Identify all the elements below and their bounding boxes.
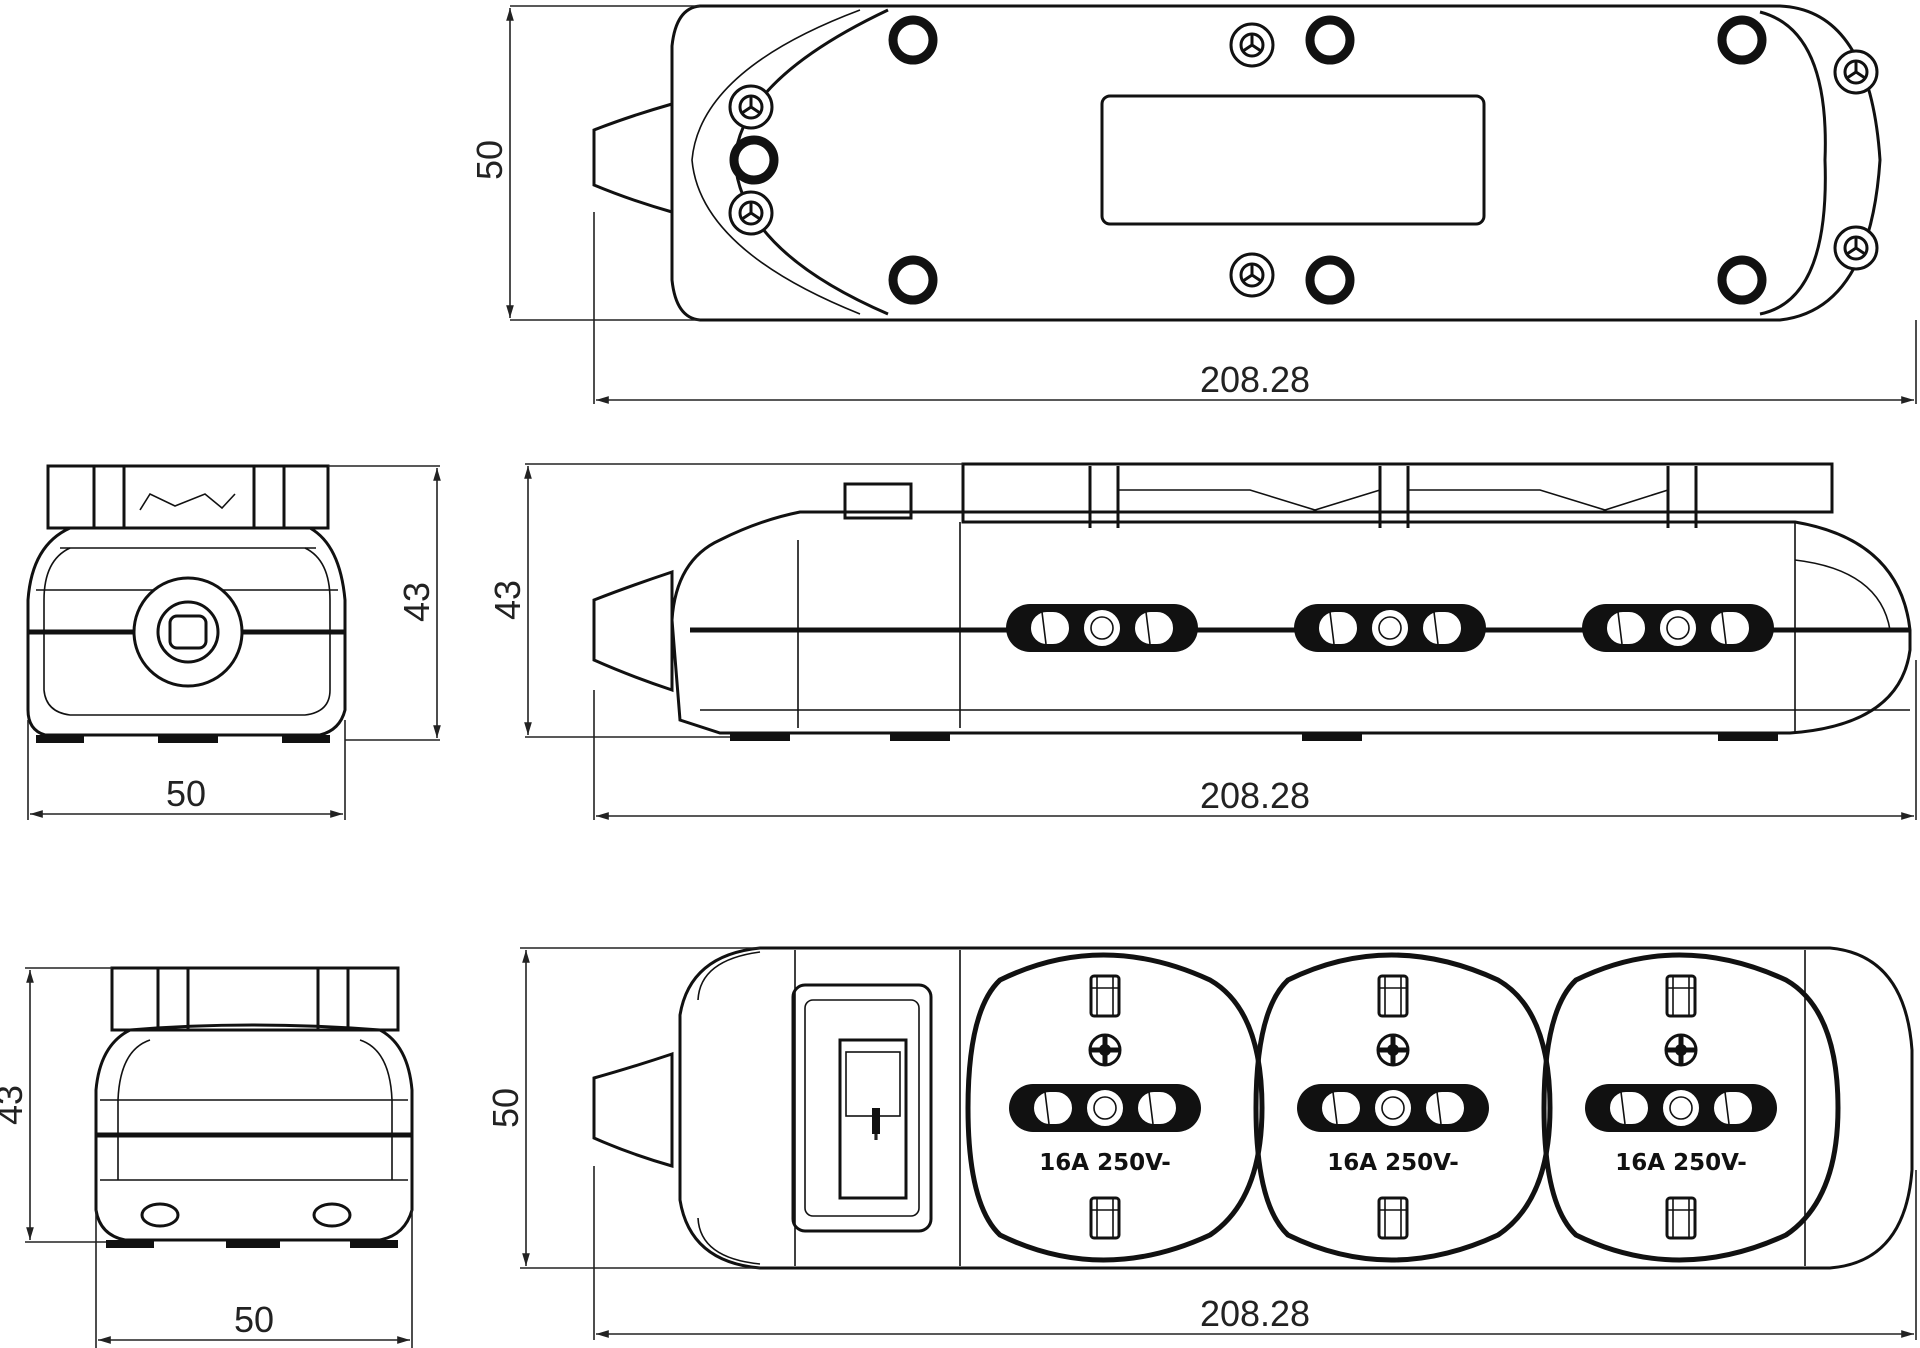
side-view: 43 208.28 [487,462,1917,820]
socket-3: 16A 250V- [1541,952,1841,1263]
front-depth-label: 50 [485,1088,526,1128]
side-body-outline [670,510,1912,735]
power-switch[interactable]: i [791,983,933,1233]
front-cable-gland [592,1051,674,1168]
screw-icon [1229,252,1275,298]
ground-screw-icon [1666,1035,1696,1065]
screw-icon [1833,49,1879,95]
clip-icon [1377,1196,1409,1240]
clip-icon [1089,1196,1121,1240]
screw-icon [728,190,774,236]
top-body-outline [670,4,1882,322]
side-socket-3 [1581,603,1775,653]
end-view-upper: 43 50 [26,464,441,820]
side-socket-1 [1005,603,1199,653]
screw-icon [1833,225,1879,271]
clip-icon [1089,974,1121,1018]
top-depth-label: 50 [469,140,510,180]
ground-screw-icon [1090,1035,1120,1065]
top-view: 50 208.28 [469,4,1917,404]
end-upper-height-label: 43 [396,582,437,622]
side-width-label: 208.28 [1200,775,1310,816]
end-view-lower: 43 50 [0,966,414,1348]
screw-icon [728,84,774,130]
ground-screw-icon [1378,1035,1408,1065]
end-upper-width-label: 50 [166,773,206,814]
front-view: i 16A 250V- 16A 250V- 16A [485,946,1917,1340]
clip-icon [1377,974,1409,1018]
top-width-label: 208.28 [1200,359,1310,400]
side-socket-2 [1293,603,1487,653]
end-lower-height-label: 43 [0,1085,30,1125]
socket-1-rating: 16A 250V- [1039,1150,1171,1176]
side-cable-gland [592,569,674,693]
cable-entry [132,576,244,688]
side-height-label: 43 [487,580,528,620]
end-lower-width-label: 50 [234,1299,274,1340]
socket-3-rating: 16A 250V- [1615,1150,1747,1176]
clip-icon [1665,974,1697,1018]
socket-2: 16A 250V- [1253,952,1553,1263]
clip-icon [1665,1196,1697,1240]
front-body-outline [678,946,1914,1270]
label-area [1100,94,1486,226]
front-width-label: 208.28 [1200,1293,1310,1334]
top-cable-gland [592,102,674,214]
socket-2-rating: 16A 250V- [1327,1150,1459,1176]
screw-icon [1229,22,1275,68]
socket-1: 16A 250V- [965,952,1265,1263]
